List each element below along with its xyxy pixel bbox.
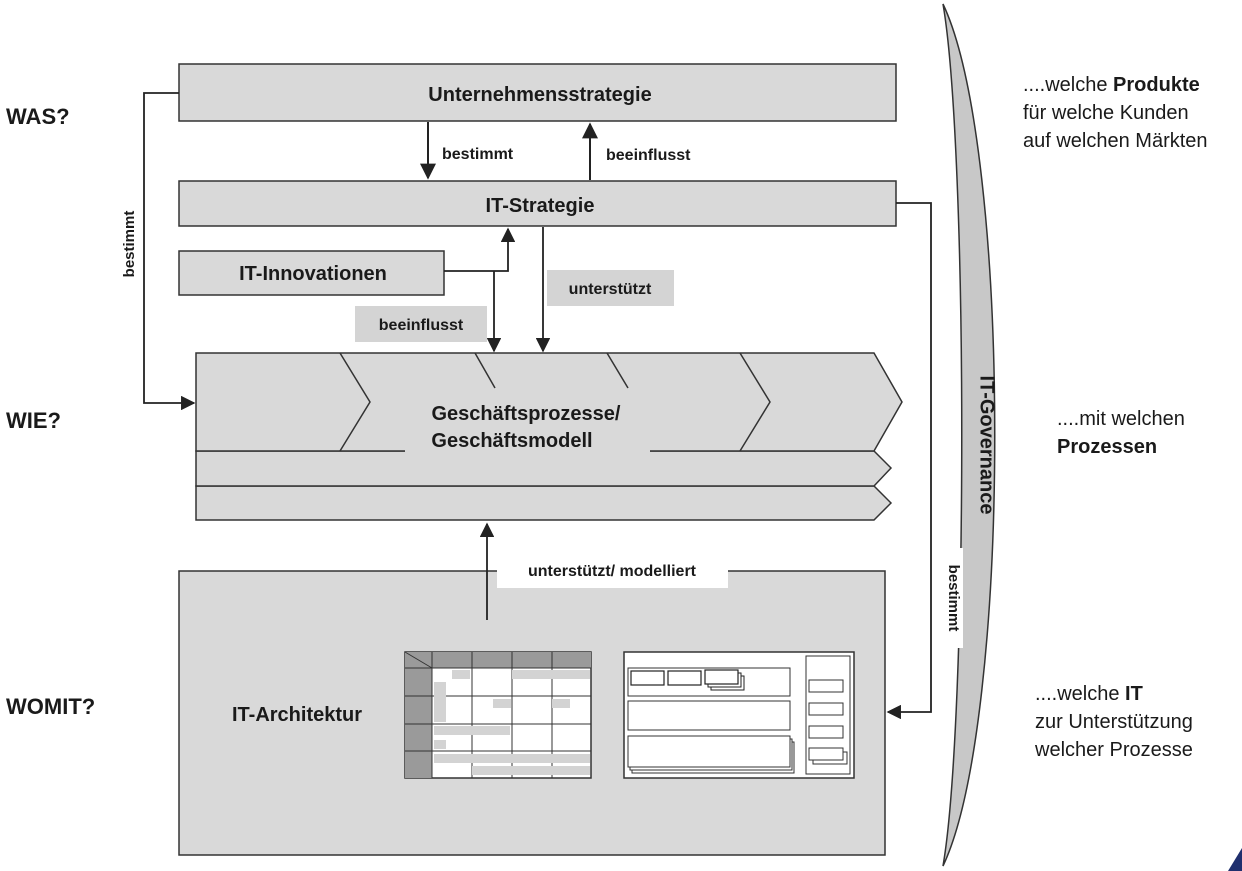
unternehmensstrategie-box bbox=[178, 63, 897, 122]
label-unterstuetzt-modelliert: unterstützt/ modelliert bbox=[528, 563, 697, 580]
note-womit-bold: IT bbox=[1125, 683, 1143, 705]
arrow-bestimmt-left bbox=[143, 92, 196, 411]
note-was: ....welche Produkte für welche Kunden au… bbox=[1023, 71, 1208, 155]
note-womit-pre: ....welche bbox=[1035, 683, 1126, 705]
note-was-line3: auf welchen Märkten bbox=[1023, 130, 1208, 152]
it-governance-label: IT-Governance bbox=[976, 376, 998, 515]
label-unterstuetzt: unterstützt bbox=[569, 281, 652, 298]
note-wie: ....mit welchen Prozessen bbox=[1057, 405, 1185, 461]
geschaeftsprozesse-label-1: Geschäftsprozesse/ bbox=[432, 403, 621, 425]
matrix-thumbnail bbox=[404, 651, 592, 779]
it-architektur-label: IT-Architektur bbox=[232, 704, 362, 726]
label-beeinflusst-top: beeinflusst bbox=[606, 147, 691, 164]
note-wie-bold: Prozessen bbox=[1057, 436, 1158, 458]
label-bestimmt-right: bestimmt bbox=[945, 565, 962, 632]
it-strategie-box bbox=[178, 180, 897, 227]
note-womit-line2: zur Unterstützung bbox=[1035, 711, 1193, 733]
it-innovationen-box bbox=[178, 250, 445, 296]
note-womit: ....welche IT zur Unterstützung welcher … bbox=[1035, 680, 1193, 764]
geschaeftsprozesse-label-2: Geschäftsmodell bbox=[431, 430, 592, 452]
note-was-pre: ....welche bbox=[1023, 74, 1114, 96]
question-womit: WOMIT? bbox=[6, 694, 96, 719]
arrow-innovation-to-strategy bbox=[444, 227, 516, 272]
arrow-bestimmt-right bbox=[886, 202, 932, 720]
it-strategie-label: IT-Strategie bbox=[486, 195, 595, 217]
it-innovationen-label: IT-Innovationen bbox=[239, 263, 387, 285]
label-bestimmt-center: bestimmt bbox=[442, 146, 514, 163]
question-wie: WIE? bbox=[6, 408, 61, 433]
geschaeftsprozesse-block bbox=[195, 352, 903, 521]
it-governance-shape bbox=[942, 3, 996, 867]
label-beeinflusst-mid-bg bbox=[355, 306, 487, 342]
note-womit-line3: welcher Prozesse bbox=[1035, 739, 1193, 761]
unternehmensstrategie-label: Unternehmensstrategie bbox=[428, 84, 651, 106]
note-wie-line1: ....mit welchen bbox=[1057, 408, 1185, 430]
label-unterstuetzt-modelliert-bg bbox=[497, 549, 728, 588]
question-was: WAS? bbox=[6, 104, 70, 129]
landscape-thumbnail bbox=[623, 651, 855, 779]
label-beeinflusst-mid: beeinflusst bbox=[379, 317, 464, 334]
note-was-line2: für welche Kunden bbox=[1023, 102, 1189, 124]
label-bestimmt-left: bestimmt bbox=[121, 211, 138, 278]
note-was-bold: Produkte bbox=[1113, 74, 1200, 96]
label-unterstuetzt-bg bbox=[547, 270, 674, 306]
corner-accent-shape bbox=[1228, 848, 1242, 871]
